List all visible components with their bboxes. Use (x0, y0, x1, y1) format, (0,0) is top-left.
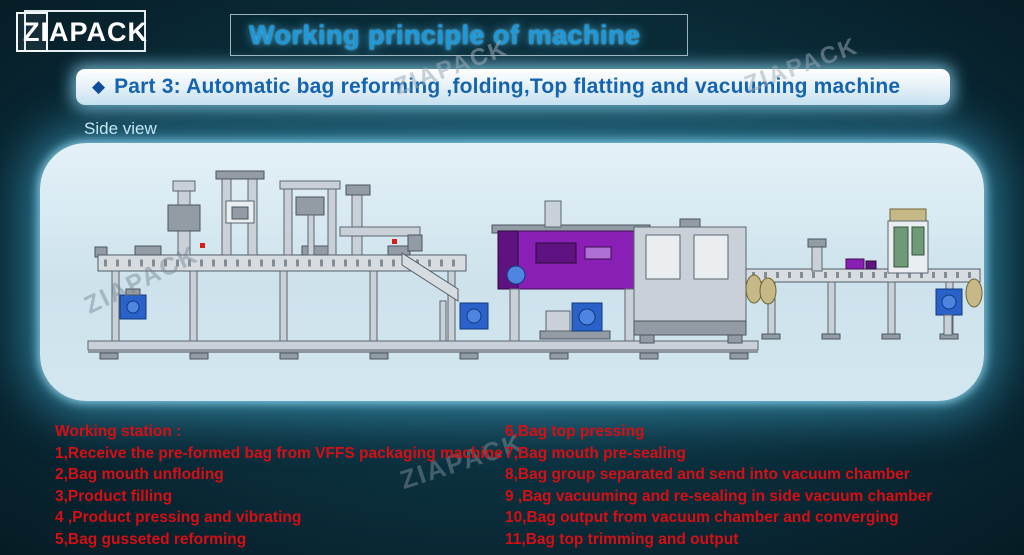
workstation-item-11: 11,Bag top trimming and output (505, 530, 739, 548)
machine-panel (40, 143, 984, 401)
workstation-item-1: 1,Receive the pre-formed bag from VFFS p… (55, 444, 503, 462)
stations-right-column: 6,Bag top pressing 7,Bag mouth pre-seali… (505, 421, 1005, 550)
workstation-item-4: 4 ,Product pressing and vibrating (55, 509, 302, 526)
working-stations: Working station : 1,Receive the pre-form… (55, 421, 1005, 550)
incline-motor (459, 302, 489, 330)
page-title: Working principle of machine (249, 19, 641, 50)
workstation-item-9: 9 ,Bag vacuuming and re-sealing in side … (505, 487, 933, 505)
workstation-item-3: 3,Product filling (55, 487, 173, 505)
workstation-item-2: 2,Bag mouth unfloding (55, 466, 224, 483)
part3-title: Part 3: Automatic bag reforming ,folding… (114, 75, 901, 98)
base-platform (87, 340, 759, 360)
gusset-station (339, 184, 423, 256)
incline-conveyor (401, 252, 459, 342)
workstation-item-8: 8,Bag group separated and send into vacu… (505, 466, 910, 483)
pre-sealing-machine (491, 200, 651, 342)
infeed-motor (119, 288, 147, 320)
logo-text: ZIAPACK (23, 17, 148, 47)
end-roller (965, 278, 983, 308)
machine-illustration (87, 170, 983, 360)
bag-unfolding-station (167, 180, 205, 256)
workstation-item-5: 5,Bag gusseted reforming (55, 530, 247, 548)
title-box: Working principle of machine (230, 14, 688, 56)
vacuum-chamber (633, 218, 747, 344)
guide-post (807, 238, 827, 272)
top-pressing-clamps (845, 258, 877, 270)
converging-rollers (745, 274, 777, 305)
product-filling-station (215, 170, 265, 256)
workstation-item-10: 10,Bag output from vacuum chamber and co… (505, 509, 899, 526)
output-motor (935, 288, 963, 336)
infeed-conveyor (94, 245, 467, 342)
workstation-item-7: 7,Bag mouth pre-sealing (505, 444, 686, 462)
diamond-bullet-icon: ◆ (92, 77, 106, 96)
pressing-station (279, 180, 341, 256)
logo-z-frame (16, 12, 48, 52)
side-view-label: Side view (84, 119, 157, 138)
ziapack-logo: ZIAPACK (14, 8, 148, 56)
stations-left-column: Working station : 1,Receive the pre-form… (55, 421, 505, 550)
workstation-item-6: 6,Bag top pressing (505, 423, 645, 440)
logo-frame (24, 10, 146, 52)
sealing-drive-motor (539, 302, 611, 340)
workstation-heading: Working station : (55, 423, 182, 440)
part3-banner: ◆ Part 3: Automatic bag reforming ,foldi… (76, 69, 950, 105)
trimming-station (887, 208, 929, 274)
